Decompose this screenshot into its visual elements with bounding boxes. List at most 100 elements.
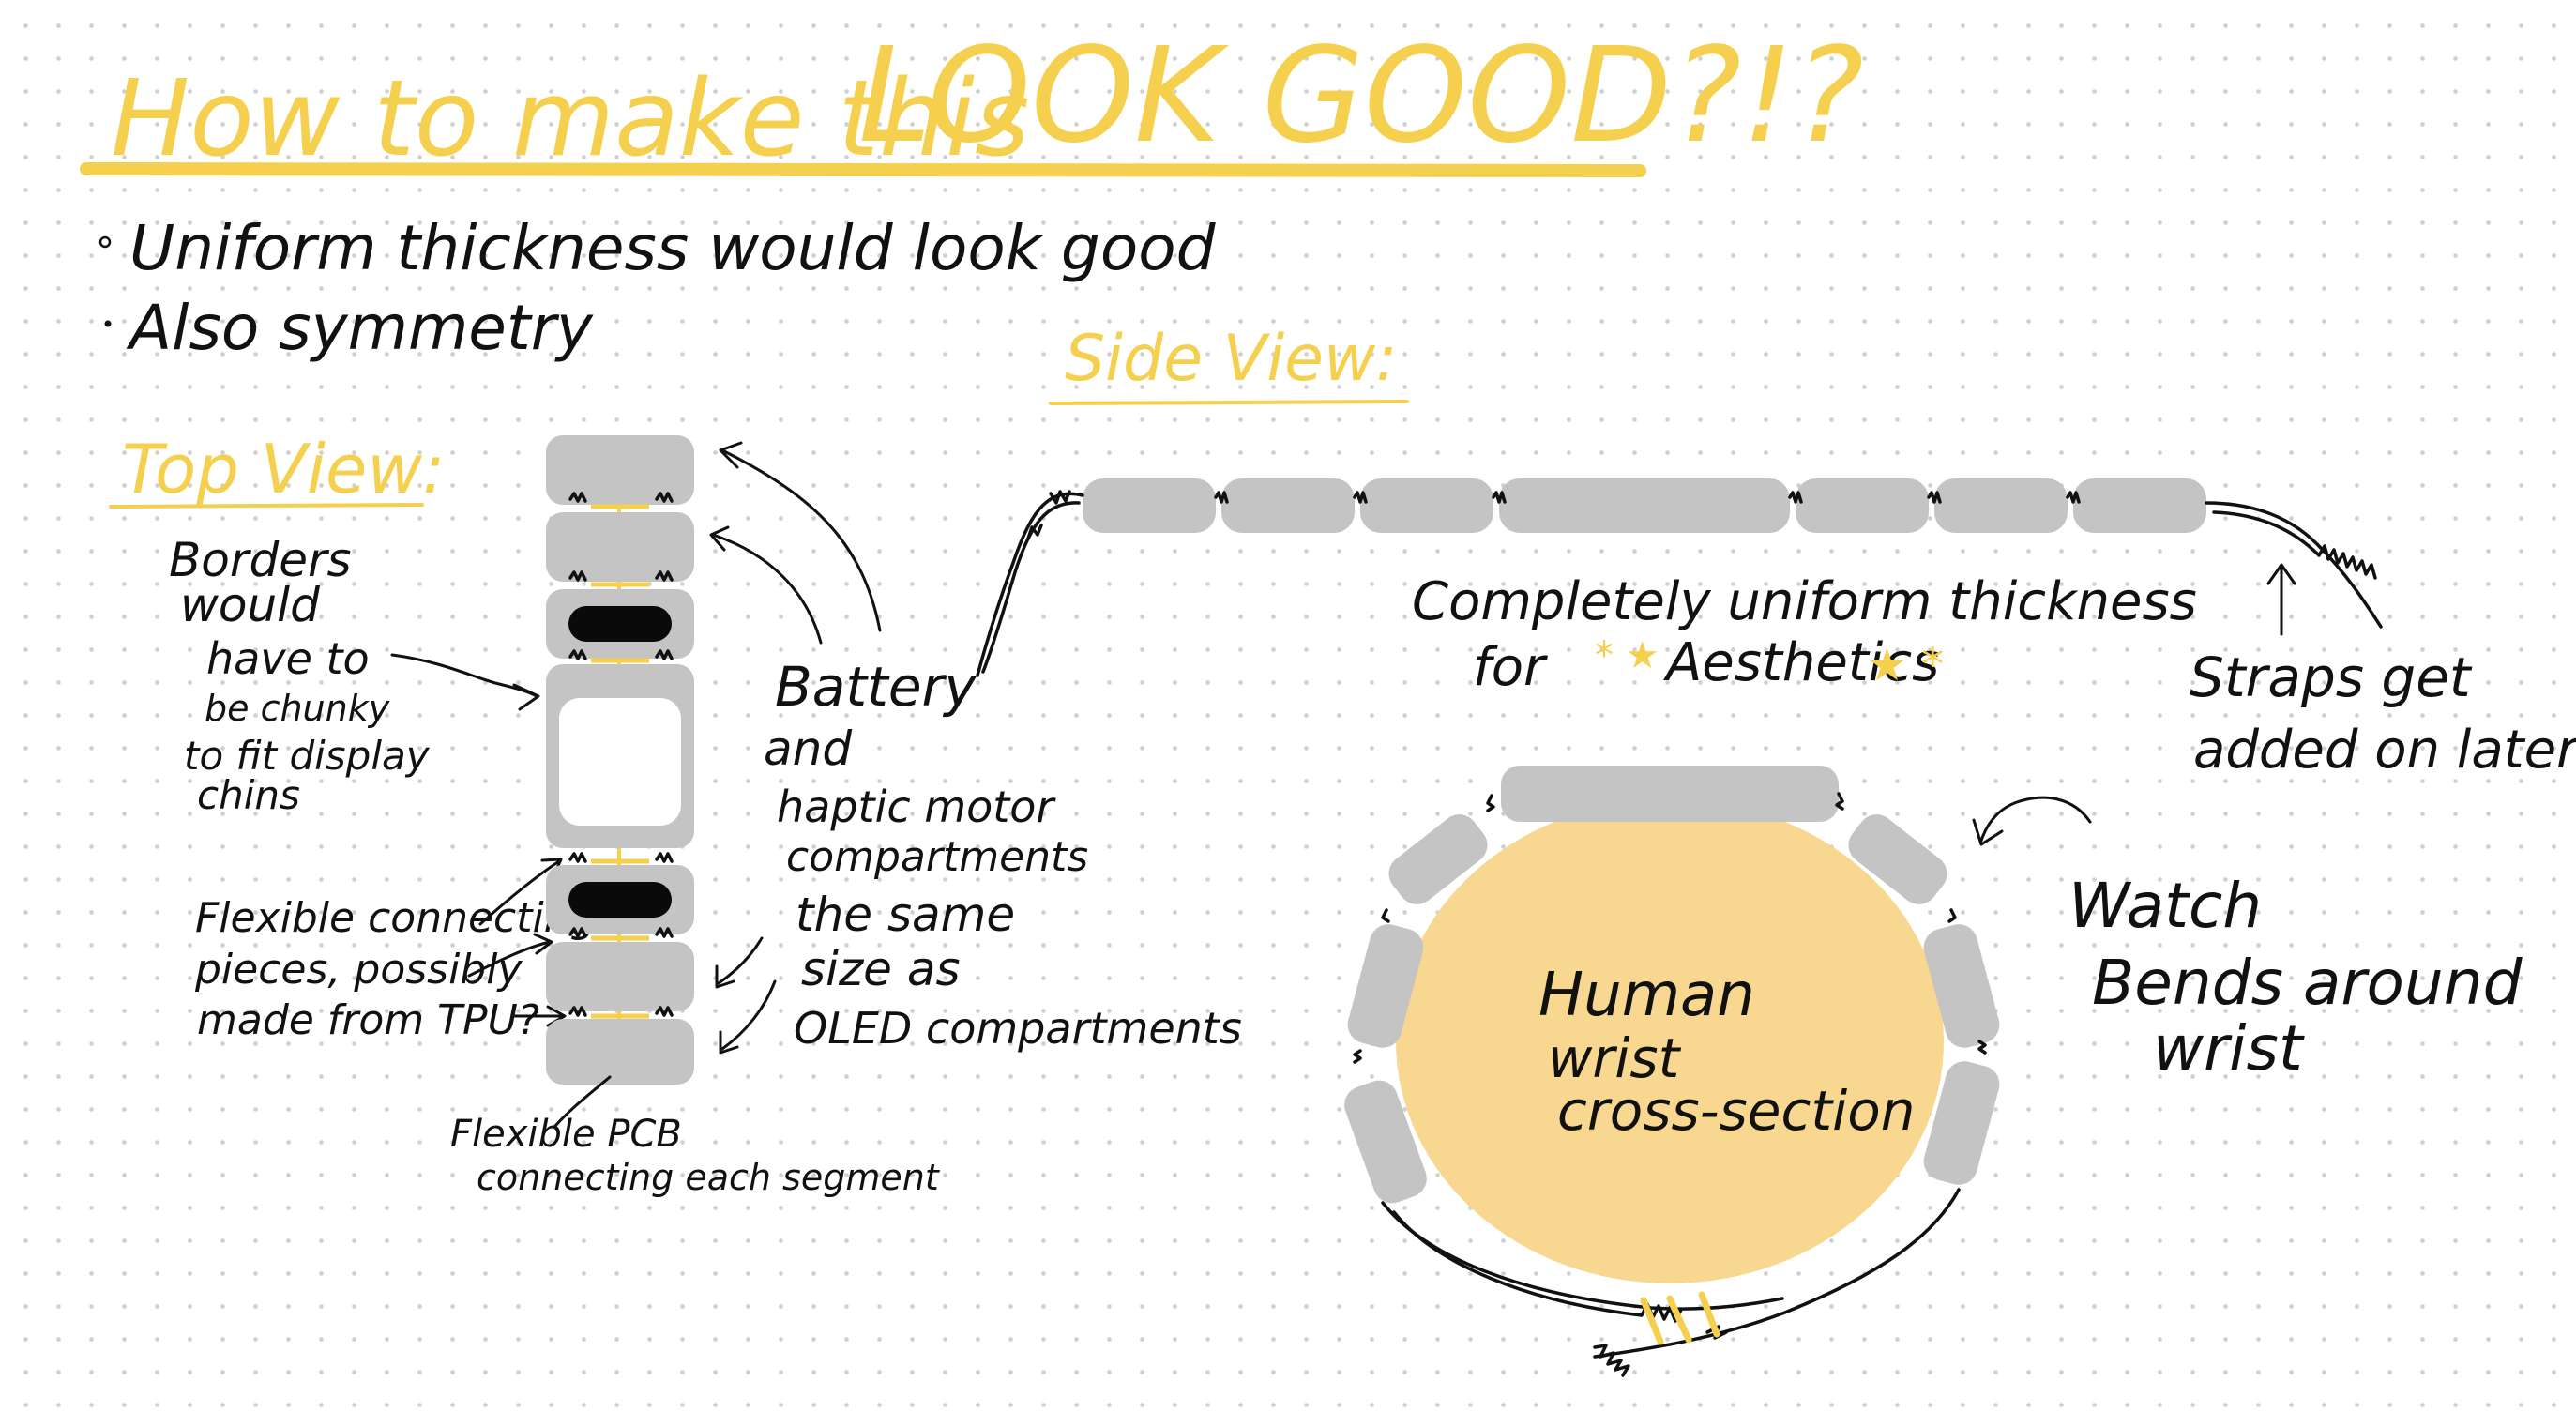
battery-note-line-2: and (764, 721, 852, 776)
wrap-connectors (1353, 792, 1987, 1064)
wrap-segment-left-3 (1344, 1080, 1427, 1204)
side-view-band (976, 478, 2383, 677)
side-segment-3 (1360, 478, 1493, 533)
connector-4 (568, 852, 674, 863)
top-segment-1 (546, 435, 694, 505)
title-part-1: How to make this (111, 58, 1029, 180)
uniform-note-emphasis: Aesthetics (1663, 632, 1939, 693)
borders-note-line-6: chins (197, 772, 300, 818)
connector-1 (568, 492, 674, 503)
connector-6 (568, 1006, 674, 1017)
flex-note-line-1: Flexible connecting (195, 894, 597, 942)
bullet-list: Uniform thickness would look good Also s… (98, 212, 1217, 364)
wrap-segment-right-1 (1848, 814, 1947, 904)
bends-note: Watch Bends around wrist (1972, 796, 2523, 1085)
bullet-marker-2 (104, 320, 112, 327)
connector-3 (568, 649, 674, 660)
side-segment-1 (1083, 478, 1216, 533)
flex-arrow-1 (478, 859, 561, 926)
wrap-segment-left-1 (1388, 814, 1488, 904)
bottom-strap-right (1593, 1188, 1961, 1359)
flex-note-line-2: pieces, possibly (194, 946, 523, 994)
top-view-heading: Top View: (122, 430, 445, 509)
bullet-2: Also symmetry (126, 292, 594, 364)
haptic-compartment (568, 882, 672, 918)
wrist-label-line-1: Human (1538, 961, 1755, 1030)
bends-note-line-2: Bends around (2092, 947, 2523, 1019)
flex-note-line-3: made from TPU? (197, 996, 539, 1044)
wrap-segment-right-3 (1923, 1061, 2000, 1185)
bends-arrowhead (1972, 818, 2004, 846)
straps-note-line-2: added on later (2193, 720, 2576, 781)
side-view-heading: Side View: (1065, 322, 1397, 396)
pcb-arrow (553, 1075, 612, 1128)
wrap-segment-display (1501, 766, 1839, 822)
top-segment-2 (546, 512, 694, 582)
side-segment-5 (1934, 478, 2068, 533)
wrap-segment-right-2 (1923, 924, 2000, 1048)
top-segment-4 (546, 1019, 694, 1085)
battery-arrow-1-head (719, 441, 743, 469)
bullet-1: Uniform thickness would look good (129, 212, 1217, 284)
battery-note-line-6: size as (801, 942, 961, 996)
borders-note-line-2: would (180, 578, 320, 632)
bottom-strap-left-scribble (1392, 1210, 1683, 1323)
borders-note-line-1: Borders (169, 533, 352, 587)
battery-note: Battery and haptic motor compartments th… (764, 655, 1242, 1054)
bends-note-line-1: Watch (2068, 870, 2262, 942)
battery-arrow-3-head (715, 964, 735, 989)
battery-note-line-4: compartments (786, 833, 1088, 881)
battery-arrow-3 (717, 936, 764, 985)
top-view-band (546, 435, 694, 1085)
top-view-section: Top View: Borders would have to be chunk… (109, 430, 1242, 1198)
uniform-note-line-1: Completely uniform thickness (1412, 571, 2197, 632)
straps-note: Straps get added on later (2190, 563, 2576, 781)
side-segment-display (1499, 478, 1790, 533)
bends-arrow (1979, 796, 2092, 843)
wrist-label: Human wrist cross-section (1538, 961, 1915, 1143)
battery-compartment (568, 606, 672, 642)
borders-arrow (390, 653, 538, 698)
battery-arrow-4 (720, 979, 777, 1051)
side-view-underline (1049, 400, 1409, 405)
flex-arrow-2 (467, 940, 552, 978)
side-segment-4 (1796, 478, 1929, 533)
top-view-underline (109, 503, 424, 509)
battery-arrow-2 (711, 533, 823, 645)
straps-arrowhead (2266, 563, 2296, 585)
pcb-note-line-2: connecting each segment (477, 1157, 941, 1198)
side-segment-6 (2073, 478, 2206, 533)
bends-note-line-3: wrist (2153, 1012, 2305, 1085)
right-strap-stub (2205, 501, 2383, 629)
connector-2 (568, 570, 674, 582)
side-segment-2 (1221, 478, 1355, 533)
battery-note-line-5: the same (796, 888, 1015, 942)
battery-arrow-4-head (719, 1030, 739, 1055)
battery-arrow-1 (720, 448, 882, 632)
pcb-note: Flexible PCB connecting each segment (450, 1113, 941, 1198)
uniform-note-prefix: for (1473, 637, 1548, 698)
flex-connectors (568, 492, 674, 1019)
top-segment-3 (546, 942, 694, 1011)
wrist-label-line-2: wrist (1548, 1026, 1682, 1090)
right-strap-scribble (2212, 510, 2377, 580)
title-part-2: LOOK GOOD?!? (858, 20, 1864, 173)
wrist-diagram: Human wrist cross-section (1344, 766, 2000, 1377)
side-view-section: Side View: Completely uniform thickness … (976, 322, 2576, 1377)
battery-note-line-3: haptic motor (777, 782, 1056, 832)
bullet-marker-1 (98, 235, 112, 249)
side-connectors (1214, 491, 2081, 504)
straps-note-line-1: Straps get (2190, 645, 2473, 709)
left-strap-scribble (1026, 490, 1071, 540)
borders-note-line-5: to fit display (184, 733, 431, 779)
battery-arrow-2-head (709, 525, 730, 552)
wrap-segment-left-2 (1347, 924, 1424, 1048)
uniform-note: Completely uniform thickness for Aesthet… (1412, 571, 2197, 698)
borders-note-line-3: have to (206, 633, 370, 684)
flex-note: Flexible connecting pieces, possibly mad… (194, 894, 597, 1044)
flex-arrowhead-2 (533, 933, 553, 955)
display-window (559, 698, 681, 826)
title: How to make this LOOK GOOD?!? (80, 20, 1864, 180)
pcb-note-line-1: Flexible PCB (450, 1113, 682, 1156)
